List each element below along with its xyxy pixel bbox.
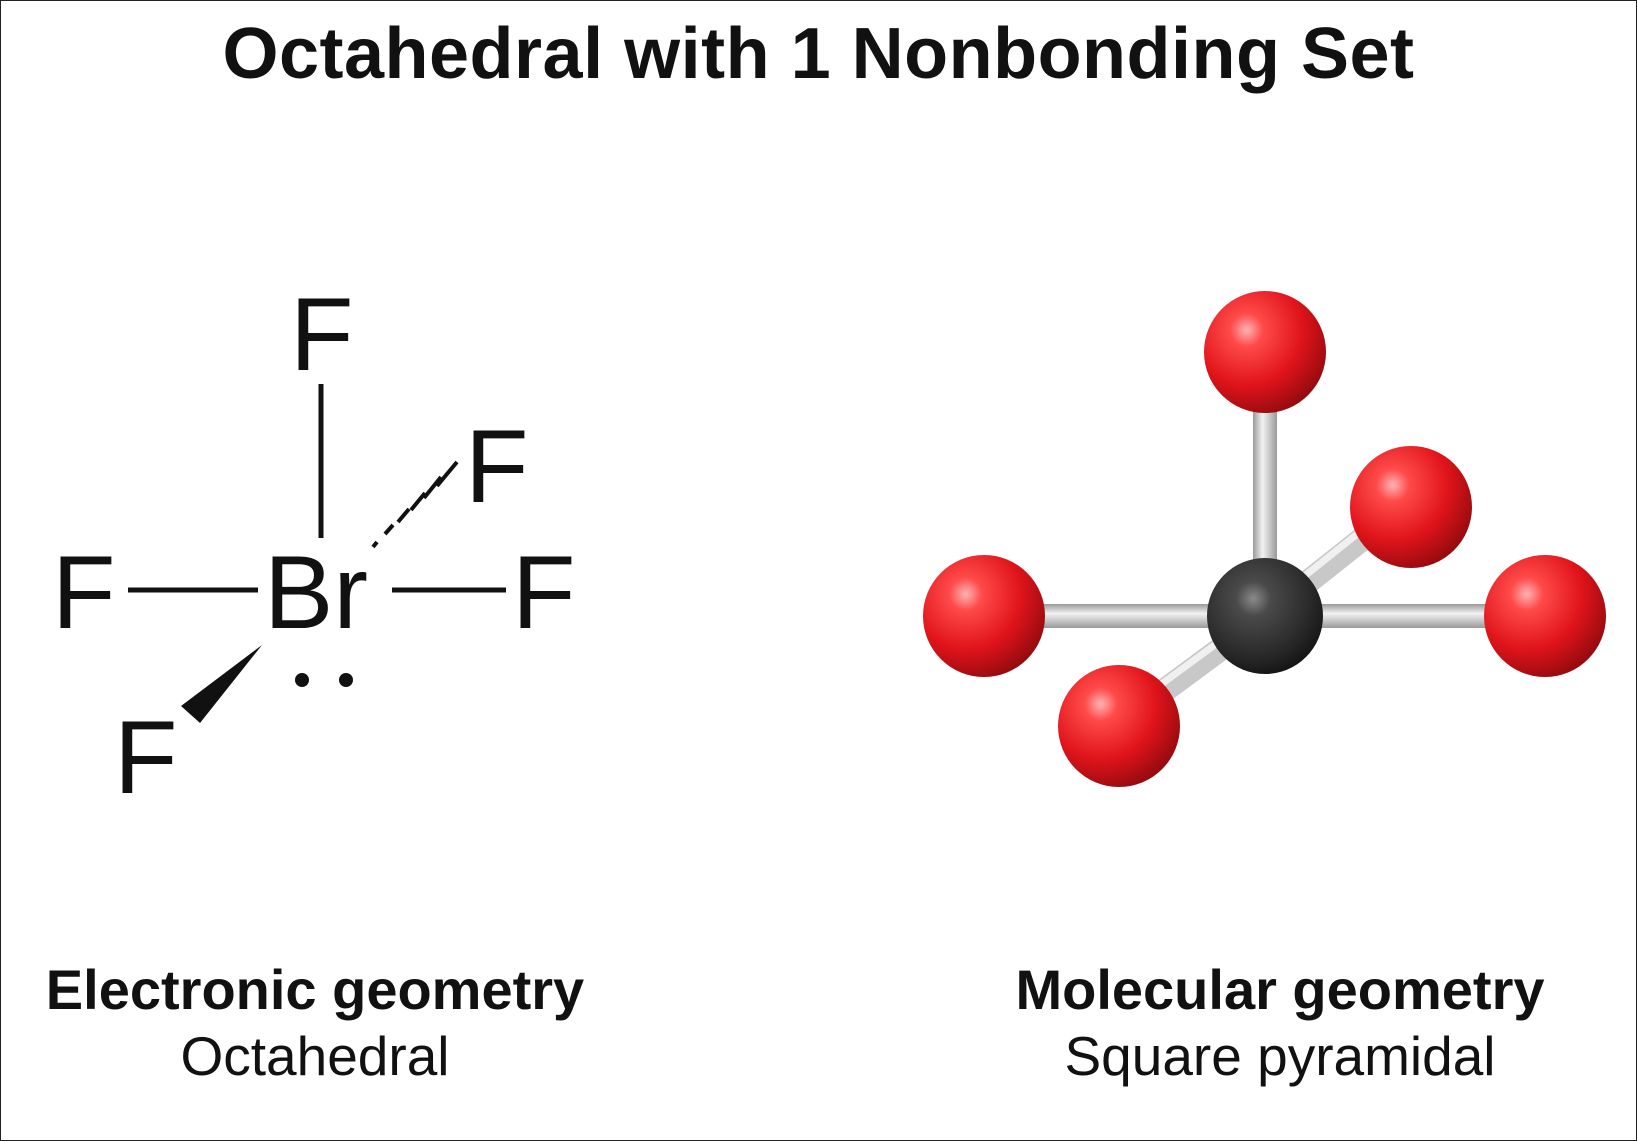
ligand-ball-back bbox=[1350, 446, 1472, 568]
molecular-geometry-heading: Molecular geometry bbox=[1015, 958, 1545, 1021]
bond-hashed bbox=[371, 460, 459, 549]
electronic-geometry-value: Octahedral bbox=[180, 1025, 450, 1087]
atom-central-br: Br bbox=[264, 535, 368, 651]
bond-wedge bbox=[181, 645, 262, 723]
electronic-geometry-caption: Electronic geometry Octahedral bbox=[0, 958, 630, 1088]
page-title: Octahedral with 1 Nonbonding Set bbox=[222, 14, 1415, 94]
ligand-ball-top bbox=[1204, 291, 1326, 413]
atom-top-f: F bbox=[290, 277, 354, 393]
atom-front-f: F bbox=[114, 700, 178, 816]
molecular-geometry-caption: Molecular geometry Square pyramidal bbox=[960, 958, 1600, 1088]
atom-back-f: F bbox=[465, 409, 529, 525]
electronic-geometry-heading: Electronic geometry bbox=[45, 958, 585, 1021]
lone-pair-dot bbox=[339, 673, 353, 687]
ligand-ball-right bbox=[1484, 555, 1606, 677]
ligand-ball-left bbox=[923, 555, 1045, 677]
lewis-bonds bbox=[128, 384, 506, 723]
lewis-structure: F F F Br F F bbox=[0, 0, 700, 900]
ligand-ball-front bbox=[1058, 665, 1180, 787]
atom-right-f: F bbox=[512, 535, 576, 651]
molecular-geometry-value: Square pyramidal bbox=[1064, 1025, 1496, 1087]
lone-pair-dot bbox=[295, 673, 309, 687]
central-ball bbox=[1207, 558, 1323, 674]
atom-left-f: F bbox=[52, 535, 116, 651]
